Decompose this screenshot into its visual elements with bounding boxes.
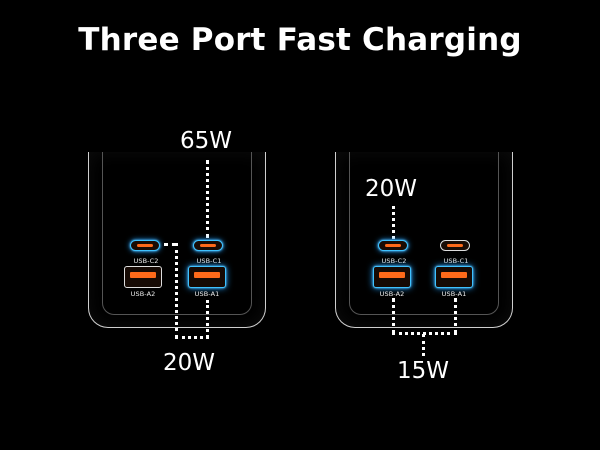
charger-outline [335,152,513,328]
left-usb-c1-port [193,240,223,251]
right-top-wattage: 20W [365,176,418,202]
right-bottom-drop-line [422,334,425,356]
left-usb-a2-port [124,266,162,288]
left-usb-c2-port [130,240,160,251]
right-usb-a1-label: USB-A1 [441,290,467,298]
right-bottom-connector-line [392,332,457,335]
left-usb-a1-port [188,266,226,288]
right-usb-c2-port [378,240,408,251]
right-usb-c2-label: USB-C2 [381,257,407,265]
left-usb-c1-label: USB-C1 [196,257,222,265]
charger-inner-outline [349,152,499,315]
left-c2-connector-line [164,243,176,246]
right-a2-drop-line [392,298,395,334]
left-usb-a2-label: USB-A2 [130,290,156,298]
right-usb-a1-port [435,266,473,288]
left-usb-a1-label: USB-A1 [194,290,220,298]
right-usb-a2-port [373,266,411,288]
page-title: Three Port Fast Charging [78,22,522,58]
left-bottom-wattage: 20W [163,350,216,376]
right-a1-drop-line [454,298,457,334]
right-c2-connector-line [392,206,395,239]
left-a1-drop-line [206,300,209,338]
left-bottom-connector-line [175,336,209,339]
right-usb-c1-port [440,240,470,251]
right-usb-c1-label: USB-C1 [443,257,469,265]
left-usb-c2-label: USB-C2 [133,257,159,265]
right-bottom-wattage: 15W [397,358,450,384]
left-c2-drop-line [175,243,178,338]
right-usb-a2-label: USB-A2 [379,290,405,298]
left-c1-connector-line [206,160,209,238]
left-top-wattage: 65W [180,128,233,154]
